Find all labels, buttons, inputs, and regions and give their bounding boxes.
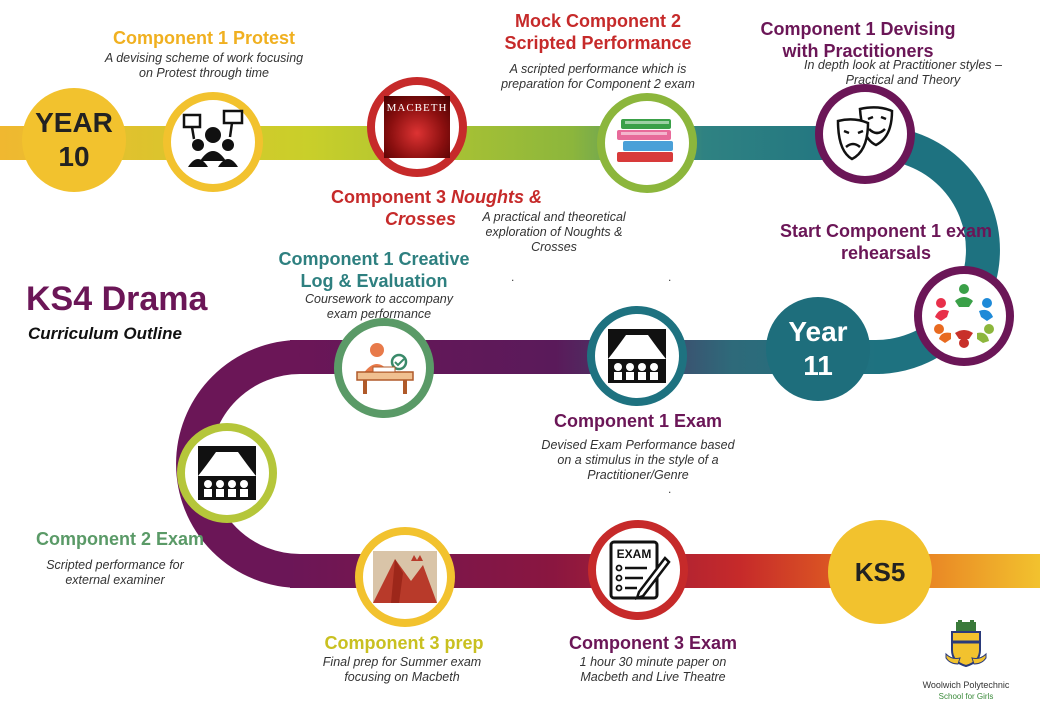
noughts-title: Component 3 Noughts & Crosses — [298, 186, 542, 230]
page-title: KS4 Drama — [26, 280, 208, 318]
group-circle-icon — [934, 284, 994, 348]
year10-number: 10 — [58, 141, 90, 172]
creative-log-title-line2: Log & Evaluation — [300, 271, 448, 291]
macbeth-crown-icon — [373, 551, 437, 603]
c1-exam-desc: Devised Exam Performance based on a stim… — [541, 438, 735, 482]
mock-title: Mock Component 2 Scripted Performance — [486, 10, 710, 54]
c1-exam-title: Component 1 Exam — [553, 411, 723, 431]
year11-badge: Year 11 — [766, 297, 870, 401]
rehearsals-title-line1: Start Component 1 exam — [779, 221, 993, 241]
school-subname: School for Girls — [938, 692, 994, 701]
year11-number: 11 — [803, 350, 833, 381]
writing-person-icon — [356, 343, 414, 394]
c3-prep-desc: Final prep for Summer exam focusing on M… — [322, 655, 482, 684]
mock-desc: A scripted performance which is preparat… — [501, 62, 695, 91]
year10-badge: YEAR 10 — [22, 88, 126, 192]
creative-log-desc: Coursework to accompany exam performance — [305, 292, 453, 321]
c3-exam-desc: 1 hour 30 minute paper on Macbeth and Li… — [579, 655, 727, 684]
c3-prep-title: Component 3 prep — [324, 633, 484, 653]
protest-node — [163, 92, 263, 192]
devising-title-line2: with Practitioners — [782, 41, 934, 61]
protest-crowd-icon — [182, 109, 244, 167]
protest-title: Component 1 Protest — [112, 28, 295, 48]
books-icon — [617, 119, 673, 162]
mock-title-line1: Mock Component 2 — [514, 11, 681, 31]
stage-audience-icon — [608, 329, 666, 383]
rehearsals-node — [914, 266, 1014, 366]
protest-desc: A devising scheme of work focusing on Pr… — [104, 51, 304, 80]
decorative-dot: . — [668, 482, 672, 496]
ks5-badge: KS5 — [828, 520, 932, 624]
creative-log-node — [334, 318, 434, 418]
ks5-label: KS5 — [854, 557, 906, 587]
decorative-dot: . — [511, 270, 515, 284]
stage-audience-icon — [198, 446, 256, 500]
school-crest-icon — [945, 620, 987, 668]
creative-log-title: Component 1 Creative Log & Evaluation — [262, 248, 486, 292]
c3-exam-node: EXAM — [588, 520, 688, 620]
decorative-dot: . — [668, 270, 672, 284]
school-name: Woolwich Polytechnic — [922, 680, 1010, 690]
c2-exam-title: Component 2 Exam — [35, 529, 205, 549]
devising-title-line1: Component 1 Devising — [760, 19, 956, 39]
year10-label: YEAR — [35, 107, 113, 138]
year11-label: Year — [788, 316, 848, 347]
devising-title: Component 1 Devising with Practitioners — [742, 18, 974, 62]
books-node — [597, 93, 697, 193]
rehearsals-title: Start Component 1 exam rehearsals — [762, 220, 1010, 264]
masks-node — [815, 84, 915, 184]
creative-log-title-line1: Component 1 Creative — [278, 249, 470, 269]
exam-paper-label: EXAM — [617, 547, 652, 561]
devising-desc: In depth look at Practitioner styles – P… — [803, 58, 1003, 87]
page-subtitle: Curriculum Outline — [28, 324, 182, 343]
c3-prep-node — [355, 527, 455, 627]
macbeth-poster: MACBETH — [384, 96, 450, 158]
mock-title-line2: Scripted Performance — [504, 33, 692, 53]
macbeth-node: MACBETH — [367, 77, 467, 177]
noughts-title-italic2: Crosses — [384, 209, 456, 229]
exam-paper-icon: EXAM — [609, 540, 671, 600]
macbeth-poster-text: MACBETH — [386, 102, 448, 114]
c2-exam-node — [177, 423, 277, 523]
noughts-title-part1: Component 3 — [331, 187, 452, 207]
theatre-masks-icon — [836, 106, 894, 161]
rehearsals-title-line2: rehearsals — [840, 243, 932, 263]
c2-exam-desc: Scripted performance for external examin… — [46, 558, 184, 587]
c3-exam-title: Component 3 Exam — [568, 633, 738, 653]
noughts-title-italic1: Noughts & — [451, 187, 542, 207]
c1-exam-node — [587, 306, 687, 406]
noughts-desc: A practical and theoretical exploration … — [482, 210, 626, 254]
